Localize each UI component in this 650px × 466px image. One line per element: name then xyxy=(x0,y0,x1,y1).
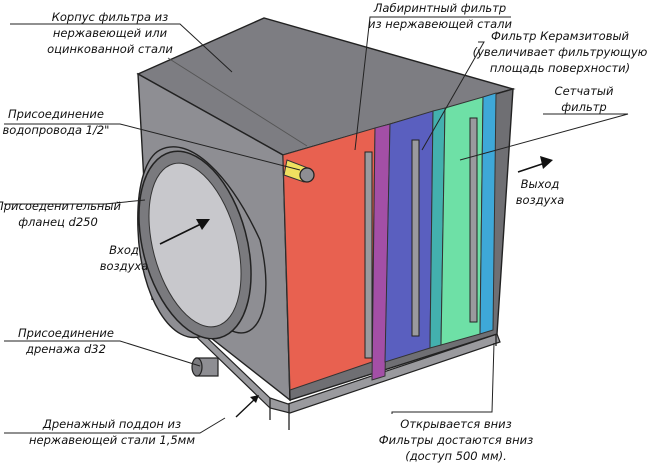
labyrinth-label: Лабиринтный фильтр из нержавеющей стали xyxy=(368,1,513,31)
air-out-arrow xyxy=(517,156,553,173)
svg-text:(увеличивает фильтрующую: (увеличивает фильтрующую xyxy=(473,45,648,59)
svg-text:дренажа d32: дренажа d32 xyxy=(25,342,106,356)
blue-filter xyxy=(384,110,434,363)
mesh-filter-cyan xyxy=(479,92,497,335)
svg-text:Открывается вниз: Открывается вниз xyxy=(400,417,511,431)
air-out-label: Выход воздуха xyxy=(516,177,565,207)
svg-text:Сетчатый: Сетчатый xyxy=(555,84,614,98)
svg-text:Присоединение: Присоединение xyxy=(18,326,114,340)
svg-text:Вход: Вход xyxy=(109,243,139,257)
bottom-note: Открывается вниз Фильтры достаются вниз … xyxy=(379,417,533,463)
tray-label: Дренажный поддон из нержавеющей стали 1,… xyxy=(29,417,195,447)
svg-text:(доступ 500 мм).: (доступ 500 мм). xyxy=(405,449,507,463)
mesh-label: Сетчатый фильтр xyxy=(555,84,614,114)
svg-text:нержавеющей стали 1,5мм: нержавеющей стали 1,5мм xyxy=(29,433,195,447)
housing-label: Корпус фильтра из нержавеющей или оцинко… xyxy=(47,10,173,56)
open-down-arrow xyxy=(235,395,259,418)
flange-label: Присоеденительный фланец d250 xyxy=(0,199,121,229)
water-pipe xyxy=(283,159,315,183)
svg-text:воздуха: воздуха xyxy=(516,193,565,207)
svg-text:воздуха: воздуха xyxy=(100,259,149,273)
svg-text:фланец d250: фланец d250 xyxy=(18,215,98,229)
svg-text:Выход: Выход xyxy=(521,177,560,191)
svg-text:Фильтр Керамзитовый: Фильтр Керамзитовый xyxy=(491,29,630,43)
svg-text:Дренажный поддон из: Дренажный поддон из xyxy=(42,417,181,431)
svg-text:Лабиринтный фильтр: Лабиринтный фильтр xyxy=(373,1,506,15)
svg-text:Присоединение: Присоединение xyxy=(8,107,104,121)
svg-text:площадь поверхности): площадь поверхности) xyxy=(490,61,630,75)
svg-text:Присоеденительный: Присоеденительный xyxy=(0,199,121,213)
leader-lines xyxy=(4,16,629,434)
svg-text:нержавеющей или: нержавеющей или xyxy=(53,26,168,40)
air-in-label: Вход воздуха xyxy=(100,243,149,273)
inlet-flange xyxy=(137,146,267,340)
svg-text:Фильтры достаются вниз: Фильтры достаются вниз xyxy=(379,433,533,447)
svg-text:водопровода 1/2": водопровода 1/2" xyxy=(3,123,110,137)
drain-conn-label: Присоединение дренажа d32 xyxy=(18,326,114,356)
svg-text:оцинкованной стали: оцинкованной стали xyxy=(47,42,173,56)
water-conn-label: Присоединение водопровода 1/2" xyxy=(3,107,110,137)
air-in-arrow xyxy=(159,219,210,245)
svg-text:из нержавеющей стали: из нержавеющей стали xyxy=(368,17,513,31)
drain-pipe xyxy=(191,357,219,377)
ceramsite-label: Фильтр Керамзитовый (увеличивает фильтру… xyxy=(473,29,648,75)
svg-text:Корпус фильтра из: Корпус фильтра из xyxy=(52,10,169,24)
svg-text:фильтр: фильтр xyxy=(561,100,606,114)
